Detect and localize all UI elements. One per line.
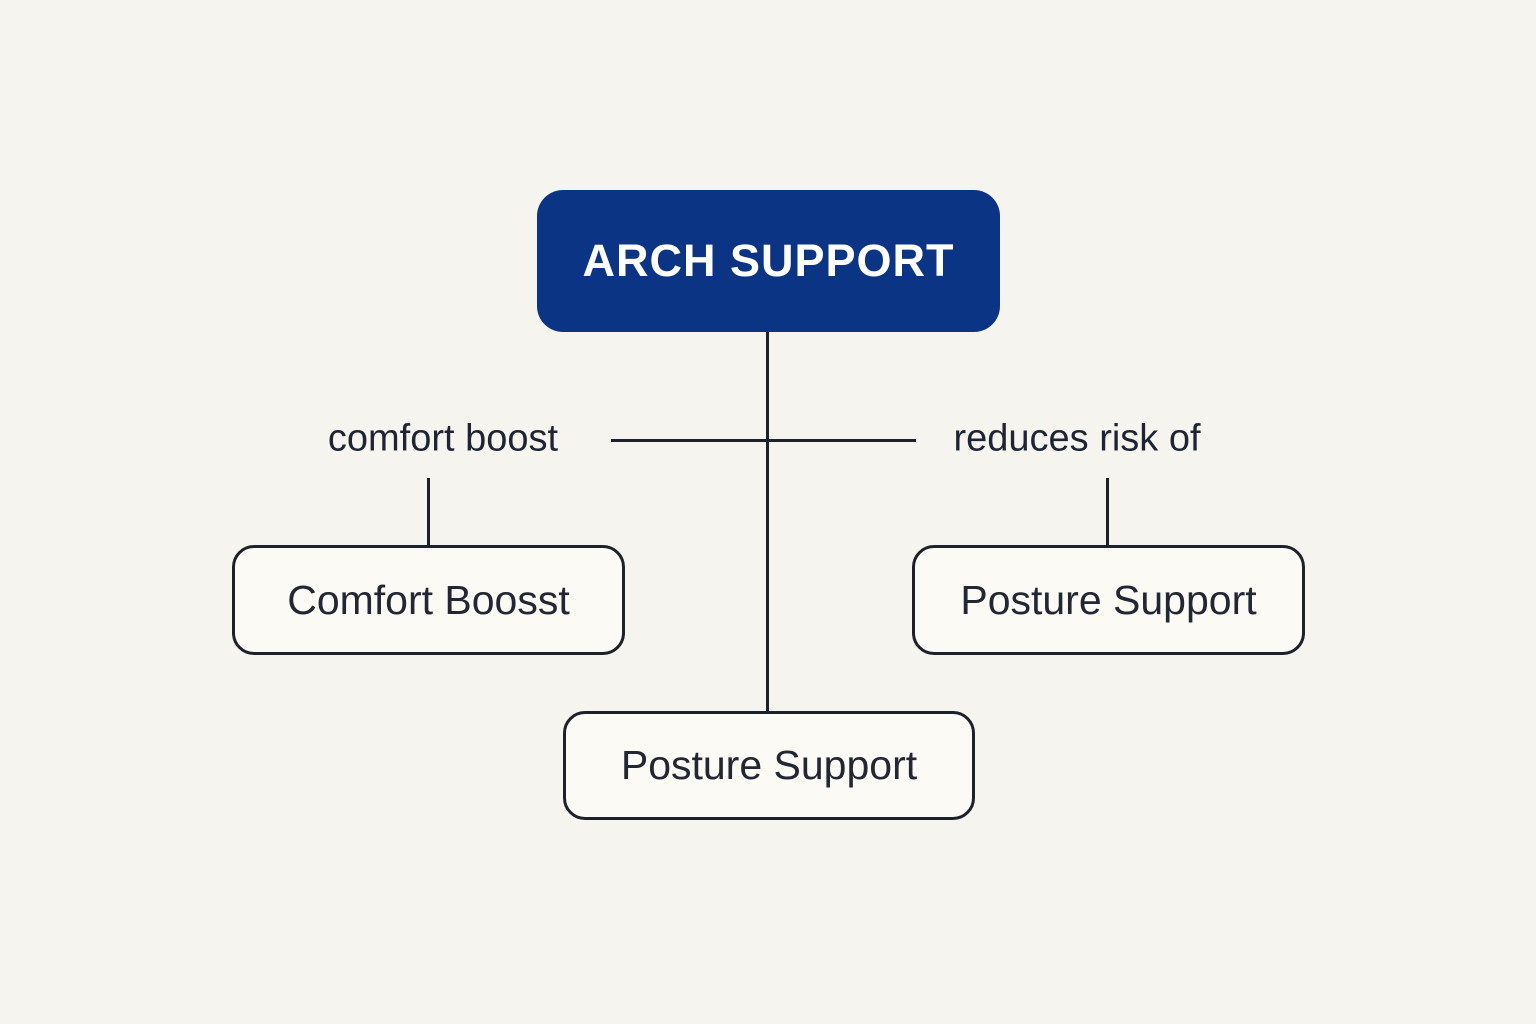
edge-label-reduces-risk-of: reduces risk of — [953, 417, 1201, 460]
node-posture-support-right: Posture Support — [912, 545, 1305, 655]
edge-label-comfort-boost: comfort boost — [327, 417, 559, 460]
node-posture-support-bottom-label: Posture Support — [620, 742, 918, 788]
edge-label-to-right-node — [1106, 478, 1109, 546]
edge-root-to-bottom-node — [766, 332, 769, 712]
edge-horizontal-crossbar — [611, 439, 916, 442]
node-posture-support-bottom: Posture Support — [563, 711, 975, 820]
node-comfort-boosst: Comfort Boosst — [232, 545, 625, 655]
root-node-arch-support: ARCH SUPPORT — [537, 190, 1000, 332]
node-comfort-boosst-label: Comfort Boosst — [287, 576, 570, 623]
edge-label-to-left-node — [427, 478, 430, 546]
root-node-label: ARCH SUPPORT — [582, 235, 955, 286]
node-posture-support-right-label: Posture Support — [960, 576, 1257, 623]
